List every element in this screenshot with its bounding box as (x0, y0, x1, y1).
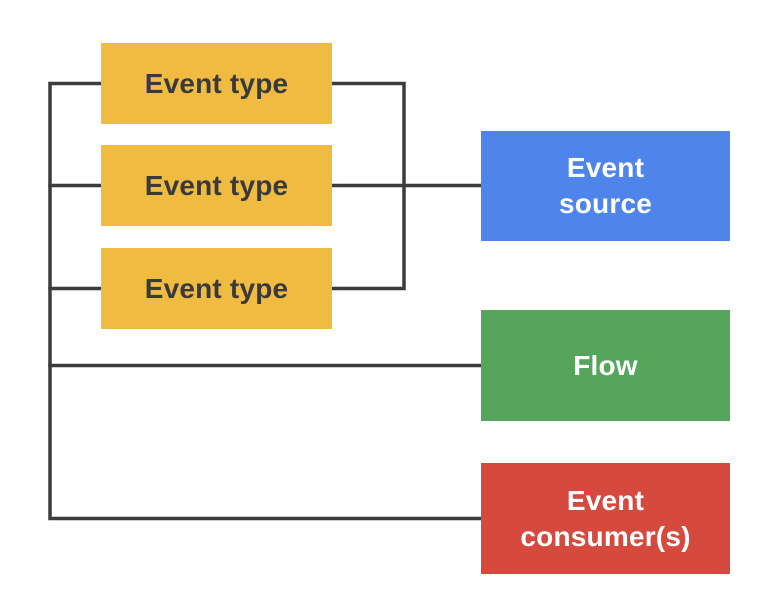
node-event-consumer: Event consumer(s) (481, 463, 730, 574)
node-flow-label: Flow (573, 349, 638, 381)
node-event-type-3-label: Event type (144, 272, 289, 304)
node-event-type-1-label: Event type (144, 67, 289, 99)
node-event-type-2: Event type (101, 145, 332, 226)
connector-left-bus (48, 81, 483, 521)
node-event-type-3: Event type (101, 248, 332, 329)
node-event-consumer-label: Event consumer(s) (520, 484, 691, 552)
node-flow: Flow (481, 310, 730, 421)
node-event-source-label: Event source (558, 152, 653, 219)
node-event-type-2-label: Event type (144, 169, 289, 201)
node-event-source: Event source (481, 131, 730, 241)
node-event-type-1: Event type (101, 43, 332, 124)
